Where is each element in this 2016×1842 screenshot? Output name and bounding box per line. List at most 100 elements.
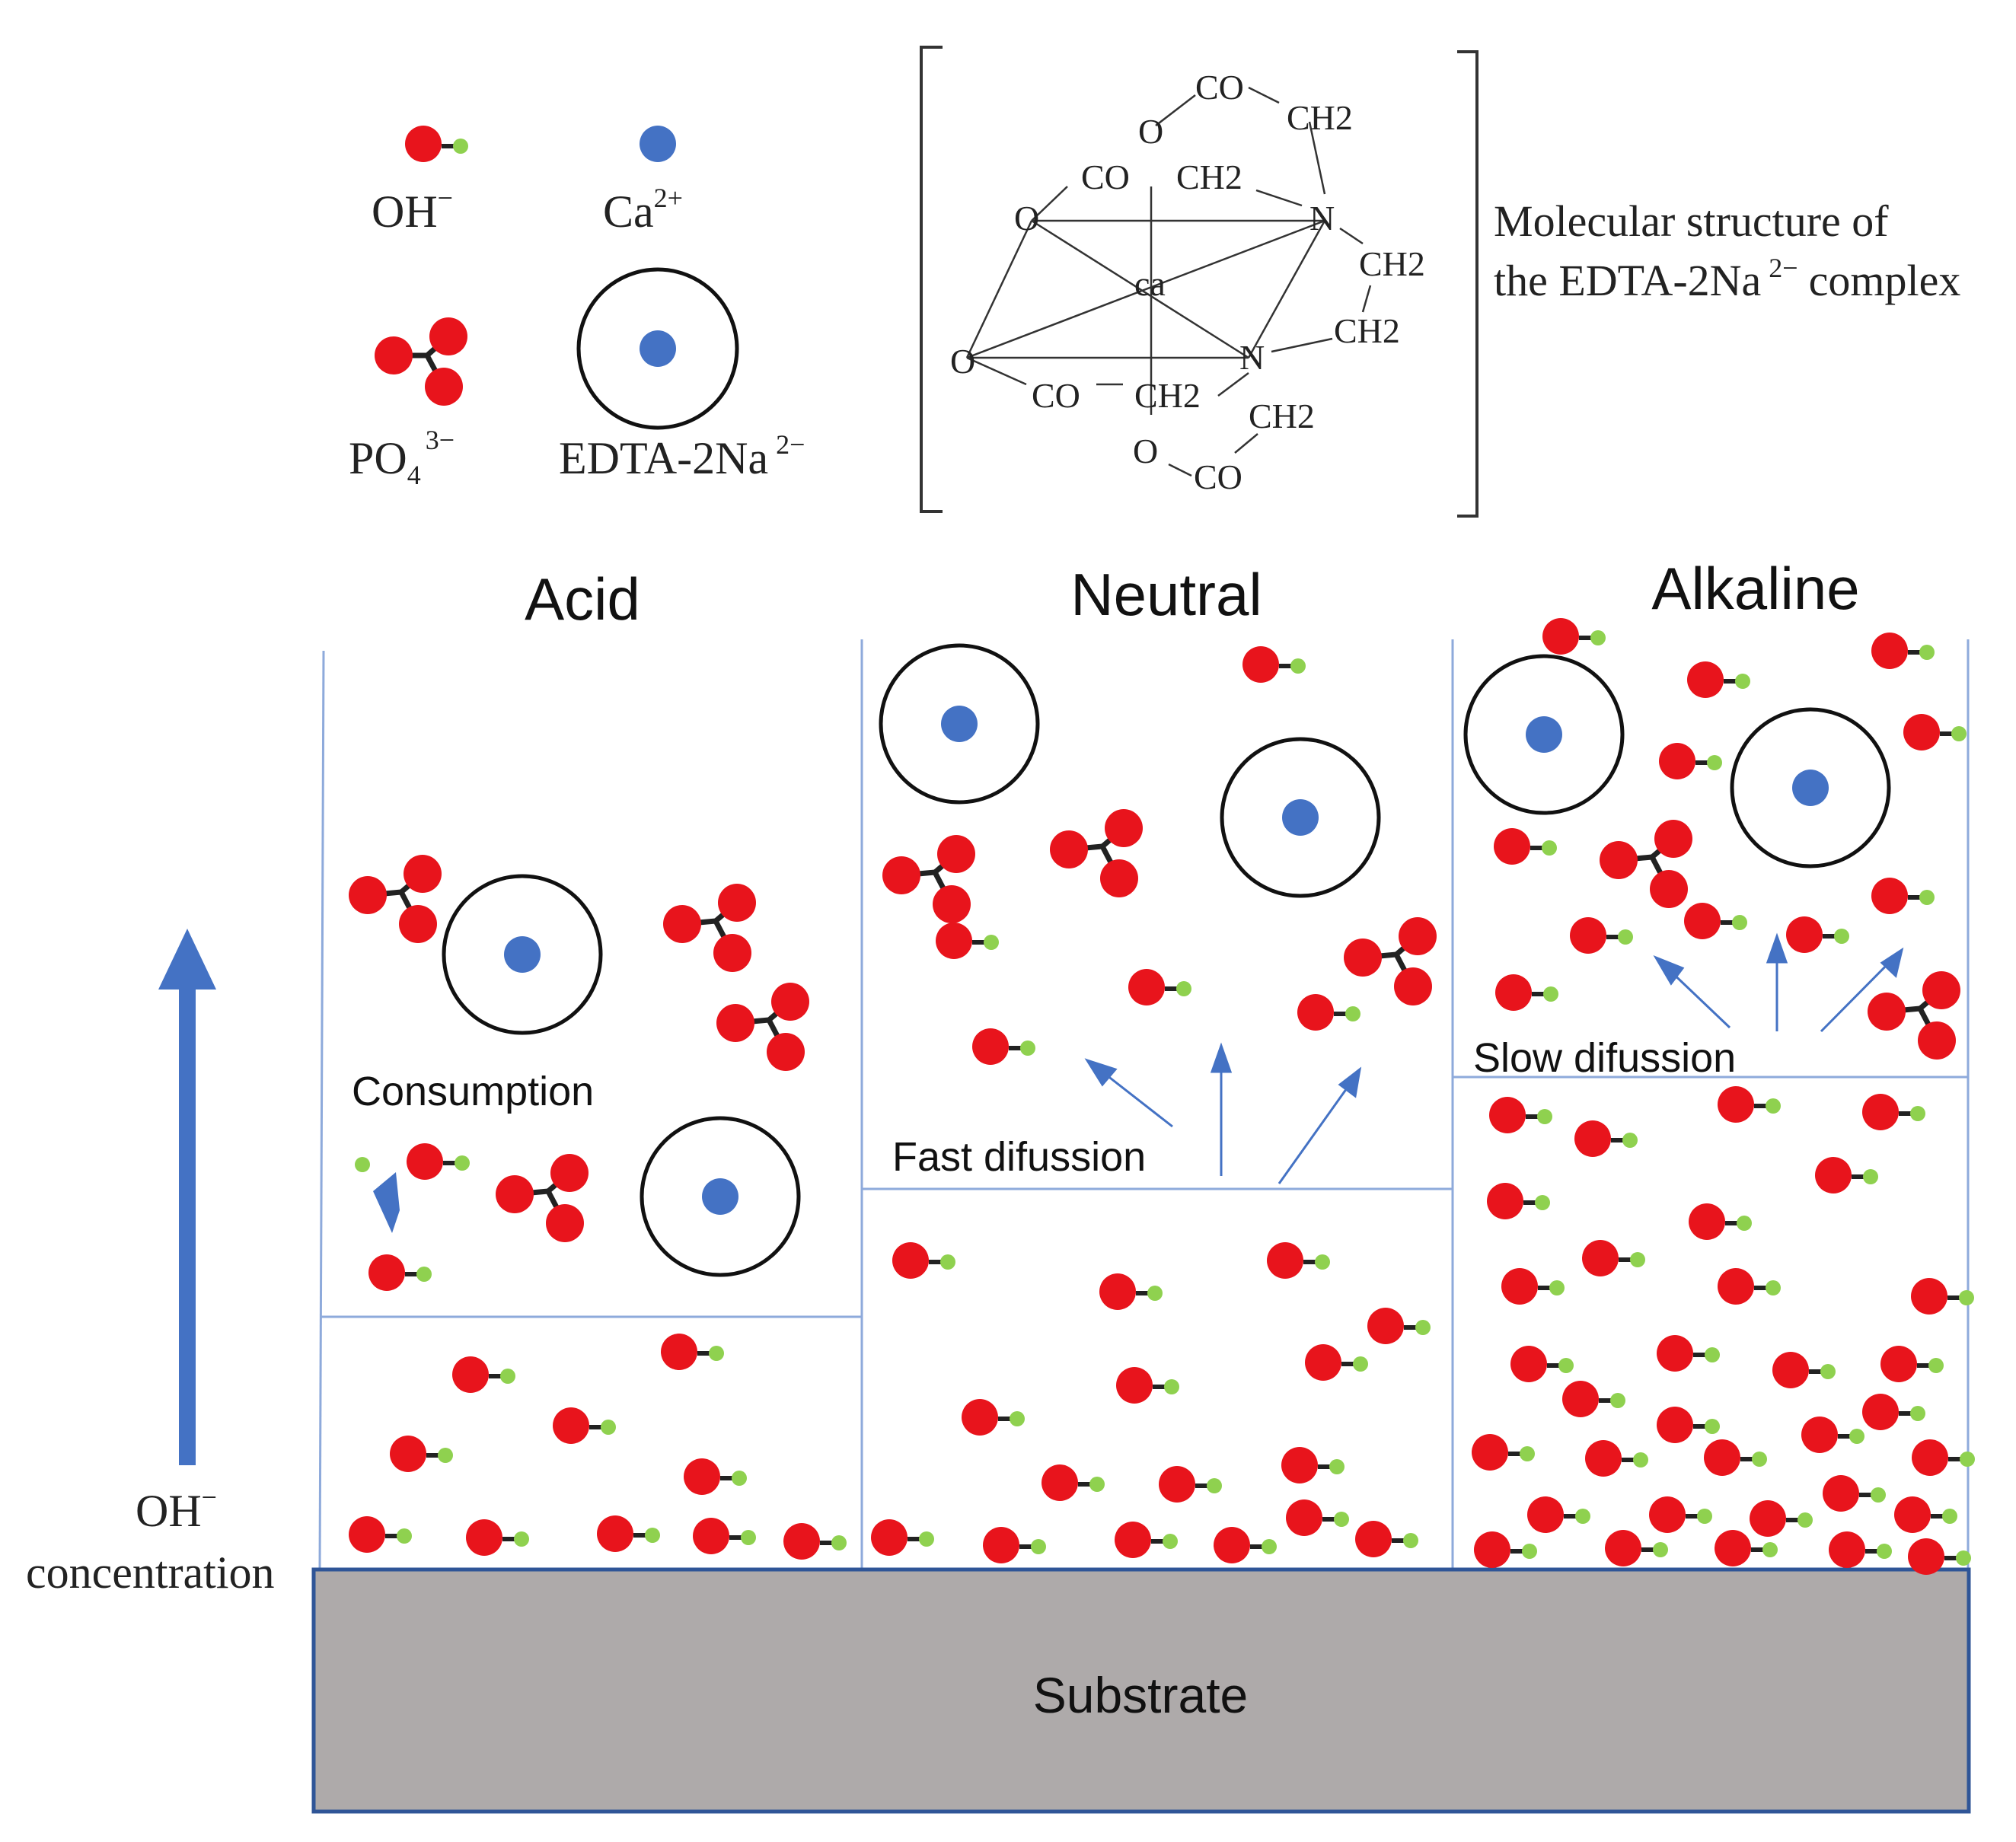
hydroxide-ion: [1687, 661, 1750, 698]
molecules: [349, 618, 1975, 1575]
hydroxide-ion: [1041, 1464, 1105, 1501]
structure-atom-labels: CO CH2 O CO CH2 N O ca CH2 CH2 O N CO CH…: [950, 68, 1425, 496]
edta-calcium-complex: [879, 643, 1040, 805]
diffusion-arrows: [1084, 932, 1904, 1184]
label-n-lower: N: [1239, 338, 1265, 377]
hydroxide-ion: [1242, 646, 1306, 683]
phosphate-ion: [496, 1154, 589, 1242]
structure-bracket-left: [920, 46, 943, 513]
label-co-bottom: CO: [1194, 457, 1242, 496]
label-ch2-top: CH2: [1287, 98, 1353, 137]
hydroxide-ion: [1501, 1268, 1565, 1305]
legend-edta-symbol: [576, 267, 739, 430]
label-ch2-low-right: CH2: [1249, 397, 1315, 435]
hydroxide-ion: [1786, 916, 1849, 953]
panel-boxes: [318, 639, 1970, 1570]
hydroxide-ion: [936, 923, 999, 959]
hydroxide-ion: [1908, 1538, 1971, 1575]
hydroxide-ion: [1355, 1521, 1418, 1557]
hydroxide-ion: [1659, 743, 1722, 779]
hydroxide-ion: [349, 1516, 412, 1553]
hydroxide-ion: [1871, 878, 1935, 914]
hydroxide-ion: [1829, 1531, 1892, 1568]
label-o-left-upper: O: [1014, 199, 1039, 237]
hydroxide-ion: [1911, 1278, 1974, 1315]
acid-left-wall: [318, 650, 325, 1570]
substrate: [311, 1567, 1971, 1814]
structure-caption-line1: Molecular structure of: [1494, 196, 1889, 246]
hydroxide-ion: [1214, 1527, 1277, 1563]
hydroxide-ion: [1823, 1475, 1886, 1512]
phosphate-ion: [1344, 917, 1437, 1005]
panel-title-neutral: Neutral: [1070, 561, 1262, 628]
hydroxide-ion: [1715, 1530, 1778, 1566]
hydroxide-ion: [553, 1407, 616, 1444]
hydroxide-ion: [1880, 1346, 1944, 1382]
label-ch2-right-upper: CH2: [1359, 244, 1425, 283]
hydroxide-ion: [1871, 633, 1935, 669]
hydroxide-ion: [1099, 1273, 1163, 1310]
hydroxide-ion: [684, 1458, 747, 1495]
hydroxide-ion: [1489, 1097, 1552, 1133]
edta-calcium-complex: [442, 874, 603, 1035]
hydroxide-ion: [466, 1519, 529, 1556]
label-co-low: CO: [1032, 376, 1080, 415]
label-o-left-lower: O: [950, 342, 975, 381]
label-ch2-mid: CH2: [1176, 158, 1242, 196]
hydroxide-ion: [1718, 1268, 1781, 1305]
panel-title-alkaline: Alkaline: [1651, 555, 1859, 622]
hydroxide-ion: [1527, 1496, 1590, 1533]
hydroxide-ion: [1562, 1381, 1625, 1417]
hydroxide-ion: [892, 1242, 955, 1279]
edta-calcium-complex: [1220, 737, 1381, 898]
substrate-label: Substrate: [1033, 1667, 1249, 1723]
hydroxide-ion: [1903, 714, 1967, 751]
hydroxide-ion: [1542, 618, 1606, 655]
hydroxide-ion: [407, 1143, 470, 1180]
hydroxide-ion: [1367, 1308, 1431, 1344]
legend-ca-symbol: [640, 126, 676, 162]
label-o-top: O: [1138, 112, 1163, 151]
axis-label-line2: concentration: [26, 1547, 275, 1598]
hydroxide-ion: [1801, 1417, 1864, 1453]
hydroxide-ion: [597, 1515, 660, 1552]
structure-bonds: [965, 86, 1372, 477]
hydroxide-ion: [1495, 974, 1558, 1011]
axis-label-line1: OH−: [136, 1482, 217, 1536]
hydroxide-ion: [1912, 1439, 1975, 1476]
hydroxide-ion: [1585, 1440, 1648, 1477]
legend-oh-symbol: [405, 126, 468, 162]
neutral-annotation: Fast difussion: [892, 1134, 1146, 1180]
hydroxide-ion: [1894, 1496, 1957, 1533]
hydroxide-ion: [1267, 1242, 1330, 1279]
label-n-upper: N: [1309, 199, 1335, 237]
hydroxide-ion: [1281, 1447, 1345, 1483]
label-co-top: CO: [1195, 68, 1244, 107]
phosphate-ion: [663, 884, 756, 972]
hydroxide-ion: [1862, 1094, 1925, 1130]
edta-structure: CO CH2 O CO CH2 N O ca CH2 CH2 O N CO CH…: [920, 46, 1960, 518]
hydroxide-ion: [1494, 828, 1557, 865]
hydroxide-ion: [1159, 1466, 1222, 1503]
hydroxide-ion: [390, 1436, 453, 1472]
hydroxide-ion: [1815, 1157, 1878, 1193]
hydroxide-ion: [368, 1254, 432, 1291]
hydroxide-ion: [1574, 1120, 1638, 1157]
hydroxide-ion: [1657, 1407, 1720, 1443]
hydroxide-ion: [1128, 969, 1191, 1005]
phosphate-ion: [349, 855, 442, 943]
oh-concentration-arrow: [158, 929, 216, 1465]
free-hydrogen: [355, 1157, 370, 1172]
hydroxide-ion: [1649, 1496, 1712, 1533]
consumption-arrow: [373, 1172, 400, 1233]
panel-title-acid: Acid: [525, 566, 640, 633]
hydroxide-ion: [1570, 917, 1633, 954]
hydroxide-ion: [1704, 1439, 1767, 1476]
alkaline-annotation: Slow difussion: [1473, 1035, 1736, 1081]
hydroxide-ion: [693, 1518, 756, 1554]
